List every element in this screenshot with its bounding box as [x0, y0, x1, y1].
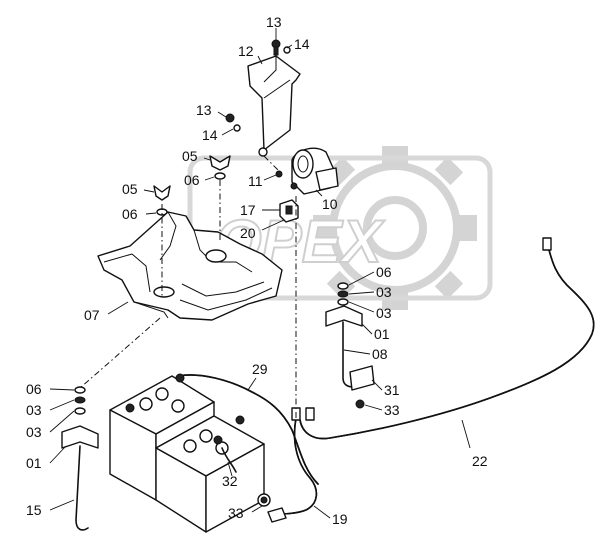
callout-08: 08	[372, 346, 388, 362]
callouts: 13 14 12 13 14 05 06 11 05 06 10 17 20 0…	[26, 14, 488, 527]
callout-33: 33	[384, 402, 400, 418]
callout-06: 06	[122, 206, 138, 222]
hold-down-right	[325, 282, 375, 409]
callout-13: 13	[266, 14, 282, 30]
wing-nut-05-lower	[153, 185, 171, 201]
callout-01: 01	[26, 455, 42, 471]
callout-03: 03	[376, 284, 392, 300]
callout-06: 06	[184, 172, 200, 188]
cable-32	[221, 447, 237, 473]
centerline-left-lower	[79, 317, 161, 389]
bracket-12	[247, 55, 301, 157]
callout-33: 33	[228, 505, 244, 521]
callout-11: 11	[248, 173, 263, 189]
callout-20: 20	[240, 225, 256, 241]
callout-15: 15	[26, 502, 42, 518]
battery-right	[155, 415, 265, 533]
washer-14-top	[283, 46, 291, 54]
callout-06: 06	[376, 264, 392, 280]
callout-29: 29	[252, 361, 268, 377]
callout-05: 05	[182, 148, 198, 164]
callout-03: 03	[26, 424, 42, 440]
callout-05: 05	[122, 181, 138, 197]
callout-22: 22	[472, 453, 488, 469]
switch-17	[279, 199, 299, 223]
washer-14-mid	[233, 124, 241, 132]
washer-06-upper	[214, 172, 226, 180]
callout-06: 06	[26, 381, 42, 397]
bolt-33-lower	[257, 493, 287, 523]
callout-13: 13	[196, 102, 212, 118]
callout-31: 31	[384, 382, 400, 398]
callout-14: 14	[294, 36, 310, 52]
bolt-13-top	[271, 39, 281, 56]
cable-29	[177, 374, 319, 485]
battery-cover-07	[97, 211, 283, 321]
centerline-relay	[263, 155, 281, 173]
relay-10	[275, 147, 339, 195]
callout-07: 07	[84, 307, 100, 323]
hold-down-left	[61, 386, 99, 531]
battery-left	[109, 373, 215, 501]
callout-10: 10	[322, 196, 338, 212]
callout-03: 03	[26, 402, 42, 418]
cable-22	[299, 237, 595, 440]
callout-14: 14	[202, 127, 218, 143]
callout-01: 01	[374, 326, 390, 342]
leader-lines	[49, 28, 471, 519]
callout-17: 17	[240, 202, 256, 218]
callout-12: 12	[238, 43, 254, 59]
callout-19: 19	[332, 511, 348, 527]
wing-nut-05-upper	[209, 155, 231, 171]
cable-19	[271, 407, 318, 515]
callout-32: 32	[222, 473, 238, 489]
callout-03: 03	[376, 305, 392, 321]
bolt-13-mid	[225, 113, 235, 123]
